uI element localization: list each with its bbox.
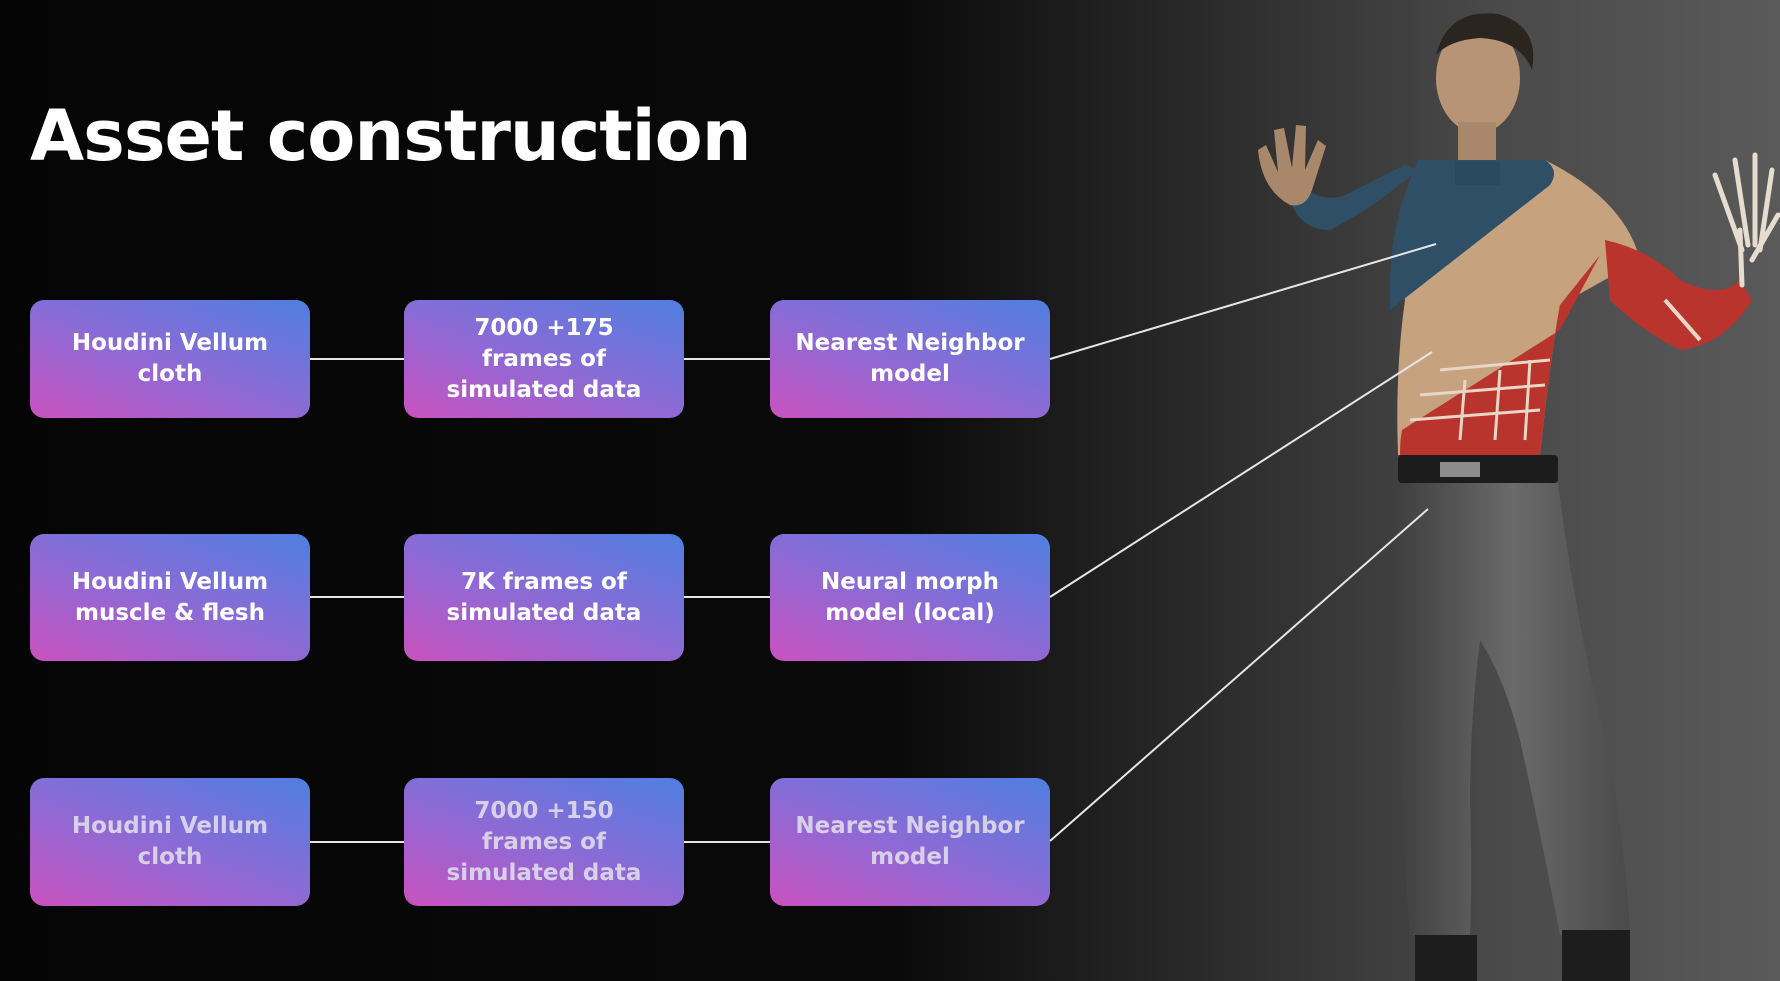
row3-connector-2 <box>684 841 770 843</box>
row1-connector-1 <box>310 358 404 360</box>
row3-data-node: 7000 +150 frames of simulated data <box>404 778 684 906</box>
figure-right-arm <box>1605 152 1780 350</box>
pointer-line-1 <box>1049 243 1437 360</box>
figure-left-arm <box>1258 125 1418 230</box>
row2-connector-1 <box>310 596 404 598</box>
row1-data-node: 7000 +175 frames of simulated data <box>404 300 684 418</box>
row1-model-node: Nearest Neighbor model <box>770 300 1050 418</box>
row3-connector-1 <box>310 841 404 843</box>
row3-model-node: Nearest Neighbor model <box>770 778 1050 906</box>
row2-connector-2 <box>684 596 770 598</box>
row2-model-node: Neural morph model (local) <box>770 534 1050 661</box>
row1-connector-2 <box>684 358 770 360</box>
row3-source-node: Houdini Vellum cloth <box>30 778 310 906</box>
figure-head <box>1436 13 1534 164</box>
pointer-line-2 <box>1049 351 1433 598</box>
pointer-line-3 <box>1049 508 1429 842</box>
row1-source-node: Houdini Vellum cloth <box>30 300 310 418</box>
figure-torso <box>1389 160 1640 455</box>
slide-title: Asset construction <box>30 95 752 177</box>
row2-source-node: Houdini Vellum muscle & flesh <box>30 534 310 661</box>
row2-data-node: 7K frames of simulated data <box>404 534 684 661</box>
character-figure-image <box>1258 13 1780 981</box>
figure-belt <box>1398 455 1558 483</box>
figure-legs <box>1396 483 1630 981</box>
